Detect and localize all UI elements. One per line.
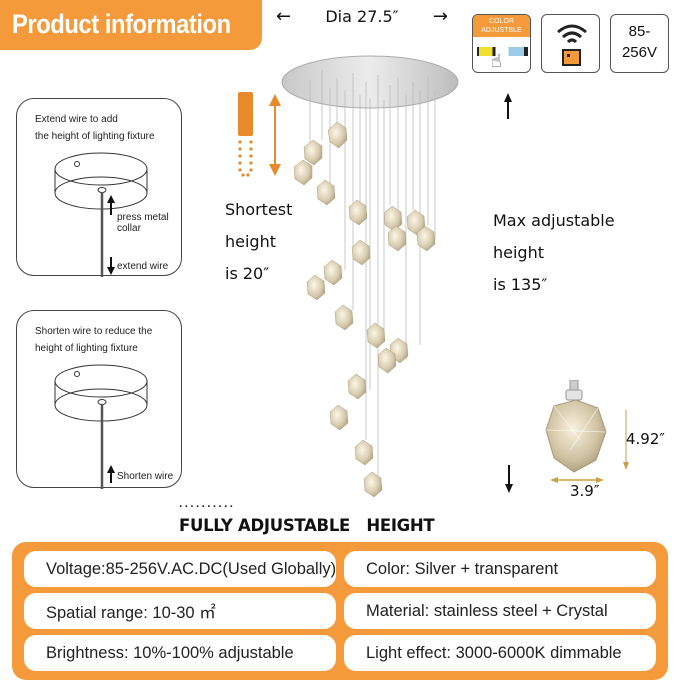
arrow-left-icon: ←: [276, 6, 292, 27]
pendant-crystal-detail: [545, 380, 629, 483]
arrow-up-icon: [504, 93, 512, 119]
specifications-panel: Voltage:85-256V.AC.DC(Used Globally) Col…: [12, 542, 668, 680]
voltage-line-2: 256V: [621, 44, 658, 61]
product-information-title: Product information: [0, 0, 262, 50]
spec-light-effect: Light effect: 3000-6000K dimmable: [344, 635, 656, 671]
diameter-text: Dia 27.5″: [325, 7, 399, 26]
shorten-wire-note: Shorten wire: [117, 471, 174, 482]
caption-line: height of lighting fixture: [35, 343, 138, 354]
remote-box-icon: [562, 49, 581, 66]
max-height-text: Max adjustable height is 135″: [493, 205, 615, 301]
spec-color: Color: Silver + transparent: [344, 551, 656, 587]
text-line: Shortest: [225, 200, 293, 219]
arrow-down-icon: [505, 465, 513, 493]
extend-wire-caption: Extend wire to add the height of lightin…: [35, 111, 155, 145]
pendant-width-label: 3.9″: [570, 482, 600, 500]
diameter-dimension: ← Dia 27.5″ →: [276, 6, 448, 27]
canopy-illustration-icon: [54, 364, 148, 489]
extend-wire-note: extend wire: [117, 261, 169, 272]
voltage-badge: 85- 256V: [610, 14, 669, 73]
spec-spatial-range: Spatial range: 10-30 ㎡: [24, 593, 336, 629]
extend-wire-diagram: Extend wire to add the height of lightin…: [16, 98, 182, 277]
text-line: height: [493, 243, 544, 262]
shortest-height-text: Shortest height is 20″: [225, 194, 292, 290]
text-line: height: [225, 232, 276, 251]
color-adjustable-badge: COLOR ADJUSTBLE ☝: [472, 14, 531, 73]
arrow-right-icon: →: [432, 6, 448, 27]
spec-voltage: Voltage:85-256V.AC.DC(Used Globally): [24, 551, 336, 587]
note-line: press metal: [117, 212, 169, 223]
shorten-wire-caption: Shorten wire to reduce the height of lig…: [35, 323, 152, 357]
adjustable-label: ADJUSTBLE: [481, 27, 522, 34]
adjustable-length-icon: [238, 92, 281, 177]
shorten-wire-diagram: Shorten wire to reduce the height of lig…: [16, 310, 182, 489]
hand-pointer-icon: ☝: [491, 51, 502, 72]
spec-brightness: Brightness: 10%-100% adjustable: [24, 635, 336, 671]
note-line: collar: [117, 223, 141, 234]
wifi-signal-icon: [557, 24, 587, 44]
heading-dots-decoration: ..........: [179, 500, 236, 510]
color-strip-icon: [477, 47, 528, 56]
color-label: COLOR: [489, 18, 514, 25]
caption-line: the height of lighting fixture: [35, 131, 155, 142]
spec-material: Material: stainless steel + Crystal: [344, 593, 656, 629]
text-line: is 135″: [493, 275, 548, 294]
title-text: Product information: [12, 9, 231, 39]
caption-line: Shorten wire to reduce the: [35, 326, 153, 337]
fully-adjustable-height-heading: FULLY ADJUSTABLE HEIGHT: [179, 516, 435, 535]
canopy-illustration-icon: [54, 152, 148, 277]
voltage-line-1: 85-: [628, 23, 651, 40]
text-line: is 20″: [225, 264, 270, 283]
color-adjustable-header: COLOR ADJUSTBLE: [473, 15, 530, 37]
remote-control-badge: [541, 14, 600, 73]
pendant-height-label: 4.92″: [626, 430, 666, 448]
press-metal-collar-note: press metal collar: [117, 212, 169, 234]
text-line: Max adjustable: [493, 211, 615, 230]
chandelier-illustration: [281, 55, 459, 498]
caption-line: Extend wire to add: [35, 114, 118, 125]
